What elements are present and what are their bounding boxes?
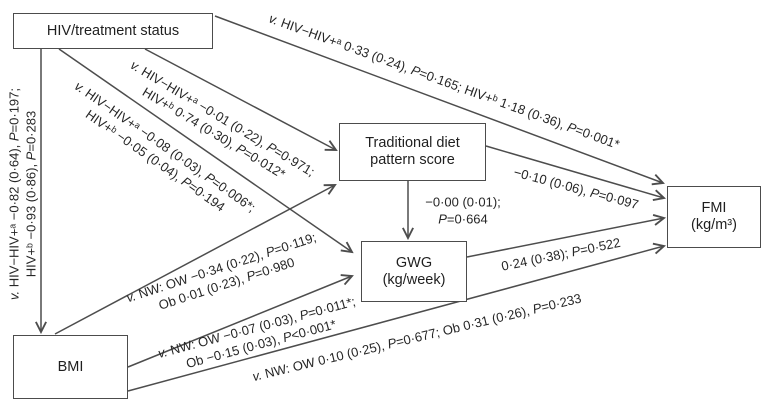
arrow-bmi-to-fmi [127,246,664,392]
node-hiv-treatment-status: HIV/treatment status [13,13,213,49]
label-diet-to-gwg: −0·00 (0·01); P=0·664 [425,194,501,227]
node-bmi: BMI [13,335,128,399]
arrow-gwg-to-fmi [466,218,664,258]
arrow-diet-to-fmi [485,145,664,198]
arrow-hiv-to-diet [144,48,336,150]
node-traditional-diet-pattern-score: Traditional diet pattern score [339,123,486,181]
label-hiv-to-bmi: v. HIV−HIV+ᵃ −0·82 (0·64), P=0·197; HIV+… [6,88,39,300]
arrow-hiv-to-gwg [58,48,352,252]
arrow-bmi-to-gwg [127,276,352,368]
arrow-bmi-to-diet [54,185,335,335]
arrow-hiv-to-fmi [214,15,663,183]
node-gwg: GWG (kg/week) [361,241,467,302]
node-fmi: FMI (kg/m³) [667,186,761,248]
